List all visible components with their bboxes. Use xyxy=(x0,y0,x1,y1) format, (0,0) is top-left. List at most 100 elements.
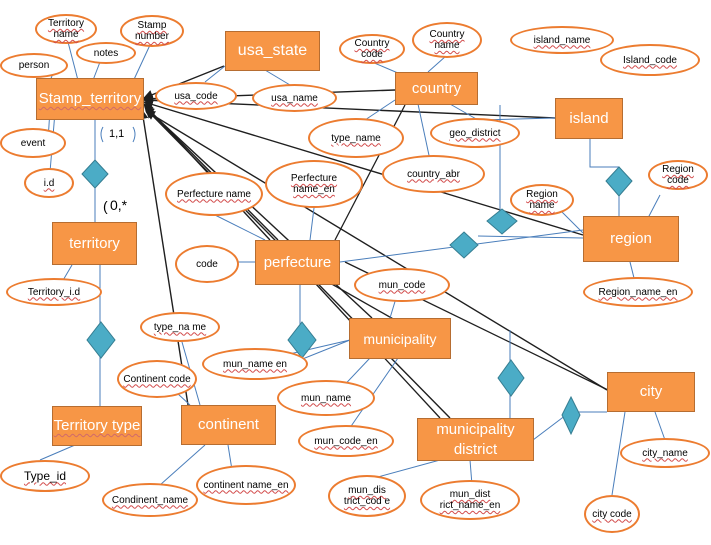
district-city-relationship-diamond[interactable] xyxy=(561,395,581,436)
attr-continent-code[interactable]: Continent code xyxy=(117,360,197,398)
perfecture-municipality-line xyxy=(329,282,396,321)
entity-municipality-district[interactable]: municipality district xyxy=(417,418,534,461)
entity-island[interactable]: island xyxy=(555,98,623,139)
attr-territory-name[interactable]: Territory name xyxy=(35,14,97,44)
cardinality-zero-many: 0,* xyxy=(110,197,128,213)
attr-code-text: code xyxy=(196,258,218,270)
attr-line xyxy=(647,194,661,219)
attr-territory-id-text: Territory_i.d xyxy=(27,286,81,298)
attr-line xyxy=(427,55,447,73)
attr-mun-code-text: mun_code xyxy=(378,279,426,291)
continent-to-stamp-line xyxy=(138,109,189,406)
attr-line xyxy=(559,209,584,234)
entity-usa-state-label: usa_state xyxy=(237,42,308,59)
attr-mun-district-name-en-text: mun_dist rict_name_en xyxy=(439,489,501,511)
attr-continent-name-en[interactable]: continent name_en xyxy=(196,465,296,505)
attr-island-name[interactable]: island_name xyxy=(510,26,614,54)
attr-mun-dis-trict-code[interactable]: mun_dis trict_cod e xyxy=(328,475,406,517)
entity-region[interactable]: region xyxy=(583,216,679,262)
entity-city[interactable]: city xyxy=(607,372,695,412)
stamp-territory-relationship-diamond[interactable] xyxy=(81,159,109,189)
entity-perfecture[interactable]: perfecture xyxy=(255,240,340,285)
attr-event[interactable]: event xyxy=(0,128,66,158)
perfecture-region-relationship-diamond[interactable] xyxy=(449,231,479,259)
attr-geo-district[interactable]: geo_district xyxy=(430,118,520,148)
attr-geo-district-text: geo_district xyxy=(449,127,501,139)
attr-line xyxy=(204,65,226,83)
attr-line xyxy=(611,411,626,496)
cardinality-bracket-left xyxy=(100,126,104,143)
attr-island-name-text: island_name xyxy=(533,34,591,46)
attr-city-code[interactable]: city code xyxy=(584,495,640,533)
attr-island-code[interactable]: Island_code xyxy=(600,44,700,76)
attr-region-name[interactable]: Region name xyxy=(510,184,574,216)
entity-territory-label: territory xyxy=(69,234,120,252)
entity-stamp-territory-label: Stamp_territory xyxy=(38,90,142,107)
attr-mun-code[interactable]: mun_code xyxy=(354,268,450,302)
attr-id-text: i.d xyxy=(43,177,55,189)
attr-perfecture-name[interactable]: Perfecture name xyxy=(165,172,263,216)
attr-region-code[interactable]: Region code xyxy=(648,160,708,190)
attr-perfecture-name-text: Perfecture name xyxy=(177,188,251,200)
attr-city-code-text: city code xyxy=(592,508,632,520)
attr-city-name-text: city_name xyxy=(642,447,688,459)
attr-country-name-text: Country name xyxy=(429,29,465,51)
attr-line xyxy=(39,444,76,461)
attr-mun-name-en-text: mun_name en xyxy=(223,358,287,370)
attr-mun-code-en-text: mun_code_en xyxy=(314,435,378,447)
island-region-relationship-diamond[interactable] xyxy=(605,166,633,197)
attr-perfecture-name-en[interactable]: Perfecture name_en xyxy=(265,160,363,208)
attr-continent-name-text: Condinent_name xyxy=(111,494,189,506)
attr-country-abr[interactable]: country_abr xyxy=(382,155,485,193)
attr-mun-dis-trict-code-text: mun_dis trict_cod e xyxy=(343,485,391,507)
attr-continent-code-text: Continent code xyxy=(123,373,191,385)
entity-territory-type[interactable]: Territory type xyxy=(52,406,142,446)
attr-line xyxy=(159,444,206,486)
entity-municipality[interactable]: municipality xyxy=(349,318,451,359)
region-to-stamp-line xyxy=(143,99,584,236)
attr-person[interactable]: person xyxy=(0,53,68,78)
attr-country-abr-text: country_abr xyxy=(407,168,460,180)
attr-mun-code-en[interactable]: mun_code_en xyxy=(298,425,394,457)
entity-country[interactable]: country xyxy=(395,72,478,105)
cardinality-one-one: 1,1 xyxy=(109,128,125,140)
entity-island-label: island xyxy=(569,109,609,127)
attr-usa-name[interactable]: usa_name xyxy=(252,84,337,112)
attr-continent-name-en-text: continent name_en xyxy=(203,479,289,491)
attr-notes-text: notes xyxy=(93,47,119,59)
attr-city-name[interactable]: city_name xyxy=(620,438,710,468)
entity-territory[interactable]: territory xyxy=(52,222,137,265)
municipality-district-relationship-diamond[interactable] xyxy=(497,359,525,397)
attr-region-name-en[interactable]: Region_name_en xyxy=(583,277,693,307)
attr-mun-name[interactable]: mun_name xyxy=(277,380,375,416)
attr-id[interactable]: i.d xyxy=(24,168,74,198)
country-region-relationship-diamond[interactable] xyxy=(486,208,518,235)
attr-type-name[interactable]: type_name xyxy=(308,118,404,158)
entity-usa-state[interactable]: usa_state xyxy=(225,31,320,71)
entity-stamp-territory[interactable]: Stamp_territory xyxy=(36,78,144,120)
entity-continent[interactable]: continent xyxy=(181,405,276,445)
city-to-stamp-line xyxy=(145,110,608,391)
attr-stamp-number[interactable]: Stamp number xyxy=(120,15,184,47)
attr-type-na-me[interactable]: type_na me xyxy=(140,312,220,342)
attr-code[interactable]: code xyxy=(175,245,239,283)
attr-continent-name[interactable]: Condinent_name xyxy=(102,483,198,517)
attr-line xyxy=(214,214,266,241)
attr-territory-id[interactable]: Territory_i.d xyxy=(6,278,102,306)
attr-mun-district-name-en[interactable]: mun_dist rict_name_en xyxy=(420,480,520,520)
attr-territory-name-text: Territory name xyxy=(47,18,85,40)
attr-usa-code[interactable]: usa_code xyxy=(155,82,237,110)
attr-mun-name-en[interactable]: mun_name en xyxy=(202,348,308,380)
attr-country-name[interactable]: Country name xyxy=(412,22,482,58)
attr-line xyxy=(417,103,431,161)
attr-notes[interactable]: notes xyxy=(76,42,136,64)
attr-type-na-me-text: type_na me xyxy=(153,321,207,333)
attr-event-text: event xyxy=(20,137,46,149)
attr-region-name-en-text: Region_name_en xyxy=(598,286,678,298)
attr-type-id[interactable]: Type_id xyxy=(0,460,90,492)
cardinality-bracket-right xyxy=(132,126,136,143)
cardinality-bracket-open: ( xyxy=(103,198,108,214)
territory-type-relationship-diamond[interactable] xyxy=(86,321,116,359)
attr-usa-code-text: usa_code xyxy=(174,90,218,102)
attr-country-code[interactable]: Country code xyxy=(339,34,405,64)
